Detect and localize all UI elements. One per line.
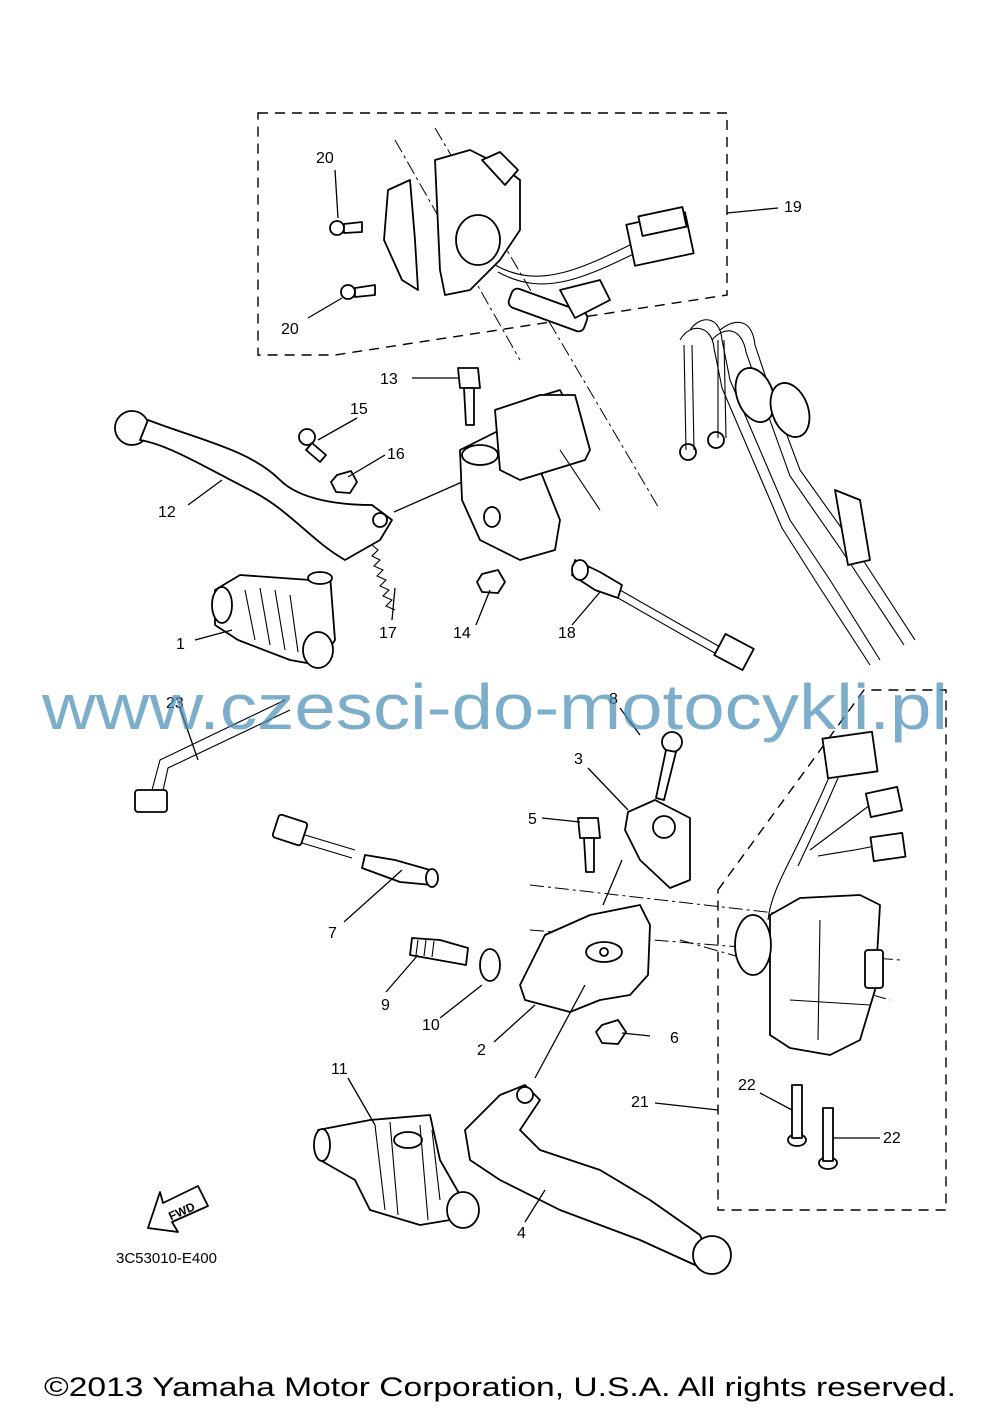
watermark-text: www.czesci-do-motocykli.pl <box>41 671 948 743</box>
nut-6 <box>595 1019 627 1045</box>
bolt-5 <box>577 817 601 873</box>
callout-10: 10 <box>422 1017 440 1034</box>
fwd-arrow-icon: FWD <box>147 1185 209 1233</box>
callout-4: 4 <box>517 1225 526 1242</box>
callout-23: 23 <box>166 695 184 712</box>
switch-18 <box>571 559 755 672</box>
callout-20-upper: 20 <box>316 150 334 167</box>
callout-5: 5 <box>528 811 537 828</box>
leader-lines <box>179 169 880 1223</box>
callout-6: 6 <box>670 1030 679 1047</box>
callout-11: 11 <box>331 1061 348 1078</box>
callout-1: 1 <box>176 636 185 653</box>
callout-15: 15 <box>350 401 368 418</box>
callout-2: 2 <box>477 1042 486 1059</box>
callout-18: 18 <box>558 625 576 642</box>
spring-17 <box>371 544 396 611</box>
holder-1 <box>211 571 336 669</box>
copyright-text: ©2013 Yamaha Motor Corporation, U.S.A. A… <box>44 1372 956 1402</box>
callout-19: 19 <box>784 199 802 216</box>
screw-15 <box>298 428 327 463</box>
callout-22-right: 22 <box>883 1130 901 1147</box>
callout-9: 9 <box>381 997 390 1014</box>
callout-3: 3 <box>574 751 583 768</box>
diagram-code: 3C53010-E400 <box>116 1250 217 1267</box>
switch-21 <box>734 730 907 1056</box>
switch-23 <box>134 699 291 813</box>
lever-12 <box>114 410 393 561</box>
master-cylinder <box>459 279 611 561</box>
nut-16 <box>330 470 358 494</box>
screw-22-left <box>787 1084 807 1147</box>
screw-20-lower <box>340 284 376 300</box>
nut-14 <box>476 569 506 594</box>
callout-17: 17 <box>379 625 397 642</box>
callout-16: 16 <box>387 446 405 463</box>
dashed-box-19 <box>257 112 728 356</box>
throttle-cables <box>679 319 916 666</box>
screw-22-right <box>818 1107 838 1170</box>
callout-22-left: 22 <box>738 1077 756 1094</box>
bolt-13 <box>457 367 481 426</box>
bolt-8 <box>655 731 683 801</box>
callout-21: 21 <box>631 1094 649 1111</box>
bracket-2 <box>519 904 651 1013</box>
lever-4 <box>464 1084 732 1275</box>
callout-14: 14 <box>453 625 471 642</box>
holder-11 <box>313 1114 480 1229</box>
callout-13: 13 <box>380 371 398 388</box>
switch-7 <box>271 813 439 888</box>
callout-20-lower: 20 <box>281 321 299 338</box>
bracket-3 <box>624 799 691 889</box>
switch-19 <box>383 149 695 296</box>
dashed-box-21 <box>717 689 947 1211</box>
callout-7: 7 <box>328 925 337 942</box>
nut-10 <box>479 948 501 982</box>
callout-8: 8 <box>609 691 618 708</box>
callout-12: 12 <box>158 504 176 521</box>
adjuster-9 <box>409 937 469 966</box>
screw-20-upper <box>329 220 363 236</box>
